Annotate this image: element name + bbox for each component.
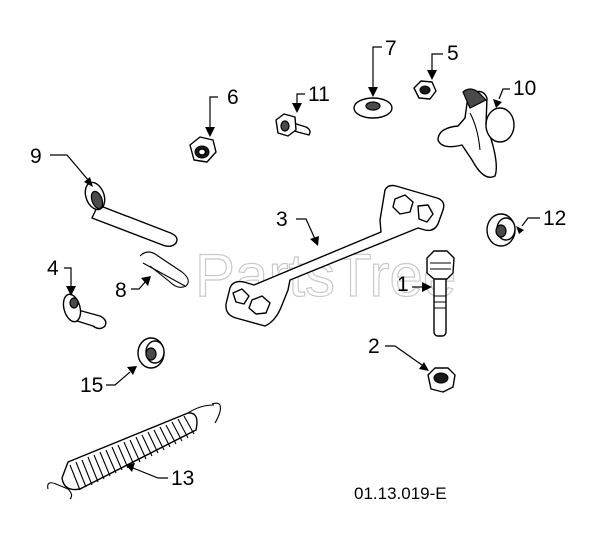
part-10-knob bbox=[437, 88, 515, 178]
callout-10-label: 10 bbox=[513, 77, 536, 100]
callout-2-label: 2 bbox=[368, 335, 380, 358]
part-15-spacer bbox=[137, 337, 165, 369]
drawing-code: 01.13.019-E bbox=[354, 484, 447, 503]
part-13-spring bbox=[47, 402, 221, 500]
callout-5-label: 5 bbox=[447, 42, 459, 65]
callout-13: 13 bbox=[126, 463, 194, 490]
callout-3: 3 bbox=[276, 208, 319, 246]
callout-1-label: 1 bbox=[397, 273, 409, 296]
callout-12-label: 12 bbox=[543, 207, 566, 230]
part-11-carriage-bolt bbox=[275, 113, 311, 137]
callout-7: 7 bbox=[368, 37, 397, 97]
part-9-pin bbox=[84, 181, 178, 247]
callout-13-label: 13 bbox=[171, 467, 194, 490]
callout-3-label: 3 bbox=[276, 208, 288, 231]
callout-2: 2 bbox=[368, 335, 429, 371]
callout-15-label: 15 bbox=[80, 374, 103, 397]
callout-5: 5 bbox=[427, 42, 459, 80]
callout-7-label: 7 bbox=[385, 37, 397, 60]
callout-9: 9 bbox=[30, 145, 93, 187]
callout-8-label: 8 bbox=[115, 279, 127, 302]
callout-6-label: 6 bbox=[227, 86, 239, 109]
part-8-hairpin-clip bbox=[139, 251, 189, 288]
callout-10: 10 bbox=[493, 77, 536, 108]
callout-8: 8 bbox=[115, 276, 151, 302]
part-7-washer bbox=[353, 97, 393, 119]
callout-9-label: 9 bbox=[30, 145, 42, 168]
part-3-plate bbox=[225, 184, 445, 327]
callout-15: 15 bbox=[80, 366, 137, 397]
part-1-shoulder-bolt bbox=[426, 250, 455, 337]
callout-11-label: 11 bbox=[308, 83, 330, 106]
part-4-stepped-pin bbox=[62, 293, 107, 330]
callout-11: 11 bbox=[292, 83, 330, 113]
callout-12: 12 bbox=[516, 207, 566, 234]
callout-4: 4 bbox=[47, 257, 76, 296]
callout-4-label: 4 bbox=[47, 257, 59, 280]
part-12-bushing bbox=[486, 213, 516, 247]
part-2-lock-nut bbox=[427, 367, 456, 393]
part-5-hex-nut bbox=[413, 80, 437, 100]
callout-6: 6 bbox=[205, 86, 239, 137]
callout-1: 1 bbox=[397, 273, 432, 296]
part-6-lock-nut bbox=[189, 136, 217, 163]
